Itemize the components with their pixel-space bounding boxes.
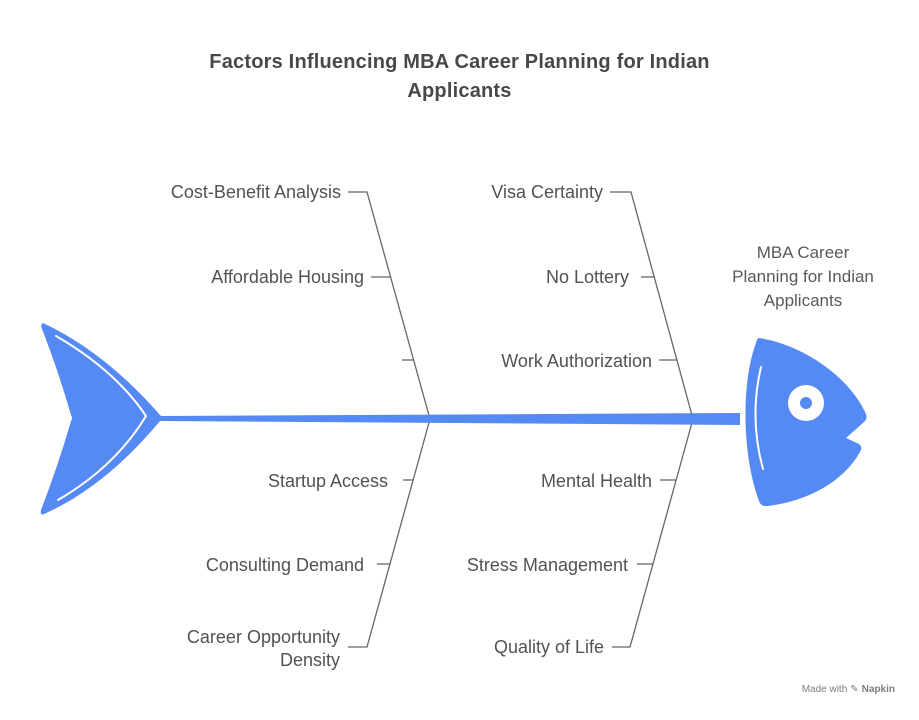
- effect-label-line2: Planning for Indian: [732, 267, 874, 286]
- label-cost-benefit-analysis: Cost-Benefit Analysis: [170, 182, 341, 202]
- bone-lines: [348, 191, 694, 648]
- label-affordable-housing: Affordable Housing: [211, 267, 364, 287]
- fish-head: [745, 338, 867, 507]
- fish-spine: [159, 413, 740, 425]
- fish-pupil: [800, 397, 812, 409]
- effect-label: MBA Career Planning for Indian Applicant…: [711, 241, 895, 313]
- label-quality-of-life: Quality of Life: [493, 637, 604, 657]
- diagram-title: Factors Influencing MBA Career Planning …: [209, 51, 710, 102]
- label-startup-access: Startup Access: [267, 471, 388, 491]
- label-stress-management: Stress Management: [466, 555, 628, 575]
- effect-label-line1: MBA Career: [756, 243, 850, 262]
- gill-line: [754, 366, 764, 470]
- label-consulting-demand: Consulting Demand: [205, 555, 364, 575]
- bone-bottom-left: [348, 418, 431, 648]
- effect-label-line3: Applicants: [763, 291, 843, 310]
- bone-top-left: [348, 191, 431, 420]
- label-visa-certainty: Visa Certainty: [491, 182, 603, 202]
- watermark-brand: Napkin: [861, 684, 895, 695]
- label-career-opportunity-density: Career Opportunity Density: [186, 627, 340, 670]
- label-no-lottery: No Lottery: [545, 267, 629, 287]
- bone-bottom-right: [612, 418, 694, 648]
- made-with-napkin-watermark: Made with ✎ Napkin: [802, 684, 895, 696]
- tail-accent-line: [55, 335, 148, 501]
- pencil-icon: ✎: [850, 684, 859, 695]
- label-work-authorization: Work Authorization: [501, 351, 652, 371]
- label-mental-health: Mental Health: [540, 471, 652, 491]
- fish-tail: [40, 323, 162, 515]
- bone-top-right: [610, 191, 694, 420]
- watermark-prefix: Made with: [801, 684, 848, 695]
